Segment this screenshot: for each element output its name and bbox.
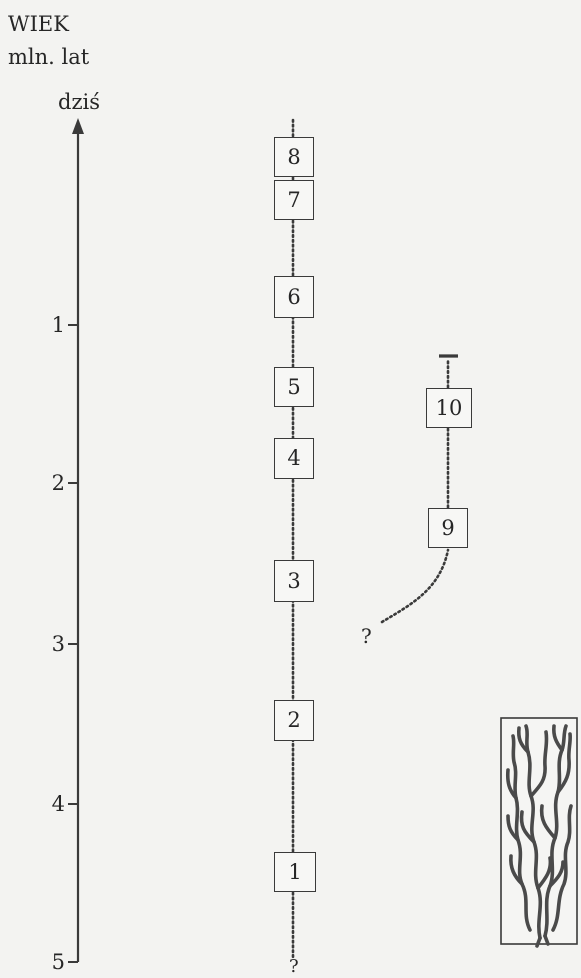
axis-arrowhead — [72, 118, 84, 134]
lineage-box-10: 10 — [426, 388, 472, 428]
lineage-box-7: 7 — [274, 180, 314, 220]
header-title: WIEK — [8, 14, 69, 35]
lineage-box-3: 3 — [274, 560, 314, 602]
main-lineage-origin-question: ? — [289, 958, 299, 976]
axis-tick-label-2: 2 — [35, 473, 65, 494]
lineage-box-6: 6 — [274, 276, 314, 318]
axis-tick-label-5: 5 — [35, 952, 65, 973]
axis-tick-label-3: 3 — [35, 634, 65, 655]
axis-top-label: dziś — [58, 92, 100, 113]
lineage-box-8: 8 — [274, 137, 314, 177]
lineage-box-5: 5 — [274, 367, 314, 407]
lineage-box-9: 9 — [428, 508, 468, 548]
side-lineage-origin-question: ? — [361, 626, 372, 646]
lineage-box-4: 4 — [274, 438, 314, 479]
lineage-box-2: 2 — [274, 700, 314, 741]
axis-tick-label-1: 1 — [35, 315, 65, 336]
side-lineage-origin-curve — [382, 550, 448, 622]
header-subtitle: mln. lat — [8, 47, 89, 68]
lineage-box-1: 1 — [274, 852, 316, 892]
axis-tick-label-4: 4 — [35, 794, 65, 815]
